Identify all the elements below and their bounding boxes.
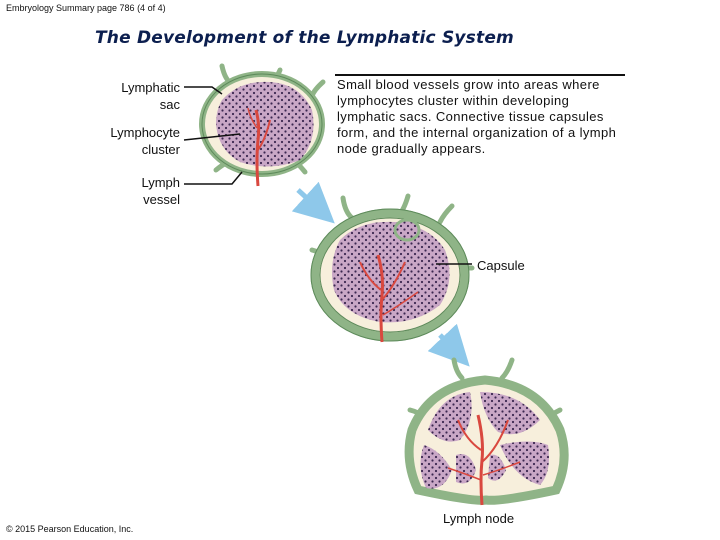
blood-vessel: [476, 414, 484, 506]
stage-3-lymph-node: [404, 357, 569, 506]
progression-arrow: [427, 323, 470, 367]
leader-line-lymphatic-sac: [184, 86, 223, 95]
progression-arrow: [291, 181, 335, 224]
label-lymph-node: Lymph node: [443, 511, 515, 526]
description-rule: [335, 74, 625, 76]
label-lymphocyte-cluster: Lymphocyte cluster: [88, 124, 180, 158]
page-title: The Development of the Lymphatic System: [95, 28, 514, 48]
leader-line-lymph-vessel: [184, 171, 243, 185]
label-line: sac: [159, 97, 180, 112]
label-line: Lymph: [141, 175, 180, 190]
lymphocyte-cluster: [332, 221, 450, 323]
label-lymphatic-sac: Lymphatic sac: [98, 79, 180, 113]
label-lymph-vessel: Lymph vessel: [110, 174, 180, 208]
blood-vessel: [376, 254, 384, 343]
blood-vessel: [254, 109, 261, 187]
label-line: Lymphocyte: [110, 125, 180, 140]
label-line: cluster: [141, 142, 180, 157]
description-text: Small blood vessels grow into areas wher…: [337, 77, 617, 156]
label-line: Lymphatic: [121, 80, 180, 95]
stage-1-lymphatic-sac: [199, 63, 326, 187]
copyright-notice: © 2015 Pearson Education, Inc.: [6, 524, 134, 534]
leader-line-lymphocyte-cluster: [183, 133, 241, 141]
label-capsule: Capsule: [477, 258, 525, 273]
lymphocyte-cluster: [216, 81, 314, 167]
label-line: vessel: [143, 192, 180, 207]
page-header: Embryology Summary page 786 (4 of 4): [6, 3, 166, 13]
stage-2-capsule: [309, 193, 475, 343]
